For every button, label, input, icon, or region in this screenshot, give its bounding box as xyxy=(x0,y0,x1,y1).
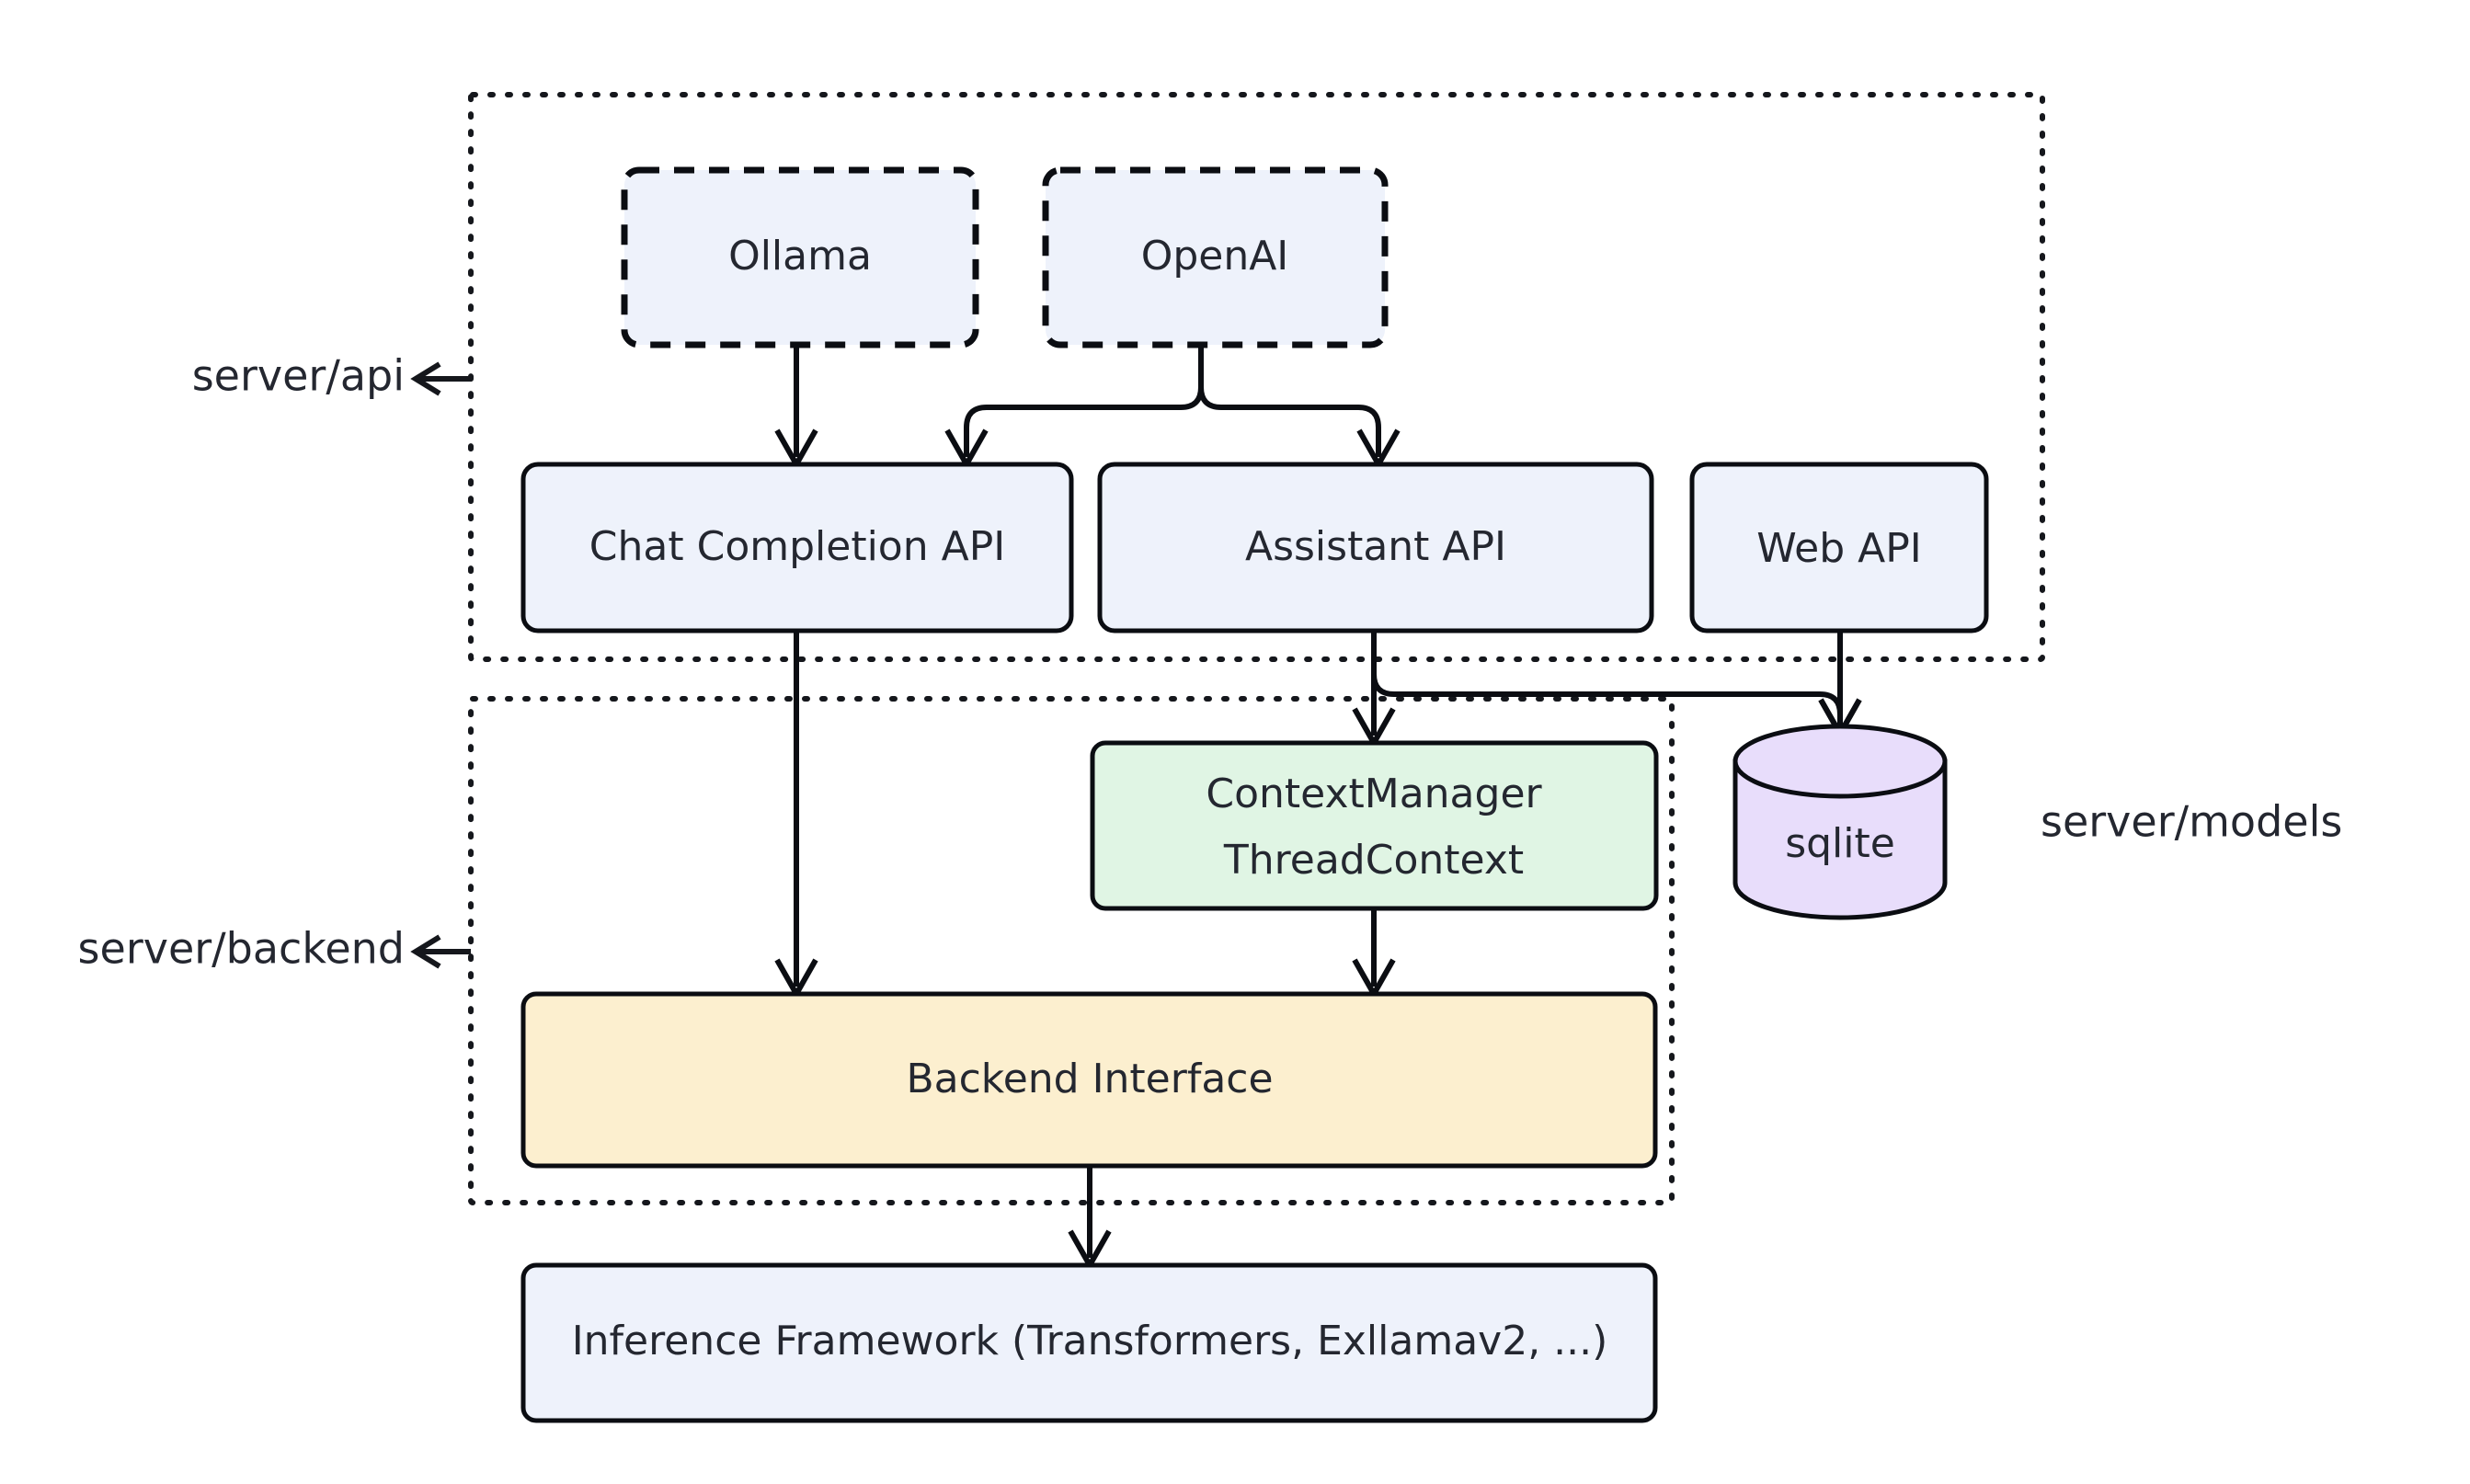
node-ollama-shape xyxy=(621,166,979,348)
node-assistant-api-shape xyxy=(1097,462,1654,634)
group-label-server-models: server/models xyxy=(2041,797,2342,847)
edge-openai-to-assistant-api xyxy=(1198,344,1401,471)
node-web-api-label: Web API xyxy=(1756,525,1922,572)
node-context-manager-label-line2: ThreadContext xyxy=(1223,837,1524,884)
node-sqlite[interactable]: sqlite xyxy=(1732,724,1948,920)
node-openai[interactable]: OpenAI xyxy=(1042,166,1389,348)
node-assistant-api-label: Assistant API xyxy=(1245,523,1506,570)
node-sqlite-label: sqlite xyxy=(1785,820,1895,867)
node-web-api[interactable]: Web API xyxy=(1689,462,1989,634)
node-context-manager[interactable]: ContextManager ThreadContext xyxy=(1090,740,1659,911)
node-context-manager-shape xyxy=(1090,740,1659,911)
node-ollama-label: Ollama xyxy=(728,233,872,280)
node-backend-interface-shape xyxy=(520,991,1658,1169)
edge-web-api-to-sqlite xyxy=(1818,631,1862,740)
group-label-server-backend: server/backend xyxy=(78,924,405,974)
edge-openai-to-chat-completion-api xyxy=(944,344,1204,471)
edge-context-manager-to-backend-interface xyxy=(1352,908,1396,1000)
node-context-manager-label-line1: ContextManager xyxy=(1206,771,1542,817)
node-backend-interface[interactable]: Backend Interface xyxy=(520,991,1658,1169)
node-openai-shape xyxy=(1042,166,1389,348)
group-arrow-server-backend-icon xyxy=(410,934,471,969)
edge-chat-completion-api-to-backend-interface xyxy=(774,631,818,1000)
node-assistant-api[interactable]: Assistant API xyxy=(1097,462,1654,634)
node-ollama[interactable]: Ollama xyxy=(621,166,979,348)
node-chat-completion-api[interactable]: Chat Completion API xyxy=(520,462,1074,634)
node-chat-completion-api-shape xyxy=(520,462,1074,634)
node-inference-framework[interactable]: Inference Framework (Transformers, Exlla… xyxy=(520,1262,1658,1423)
group-arrow-server-api-icon xyxy=(410,361,471,396)
edge-assistant-api-to-sqlite xyxy=(1371,631,1862,740)
node-inference-framework-shape xyxy=(520,1262,1658,1423)
node-sqlite-top-shape xyxy=(1732,724,1948,799)
group-label-server-api: server/api xyxy=(192,351,405,401)
node-inference-framework-label: Inference Framework (Transformers, Exlla… xyxy=(572,1318,1608,1364)
node-sqlite-body-shape xyxy=(1732,759,1948,920)
node-chat-completion-api-label: Chat Completion API xyxy=(589,523,1005,570)
edge-ollama-to-chat-completion-api xyxy=(774,344,818,471)
node-web-api-shape xyxy=(1689,462,1989,634)
node-openai-label: OpenAI xyxy=(1141,233,1289,280)
node-backend-interface-label: Backend Interface xyxy=(906,1056,1273,1102)
group-container-server-backend xyxy=(468,696,1675,1205)
edge-backend-interface-to-inference-framework xyxy=(1068,1166,1112,1272)
